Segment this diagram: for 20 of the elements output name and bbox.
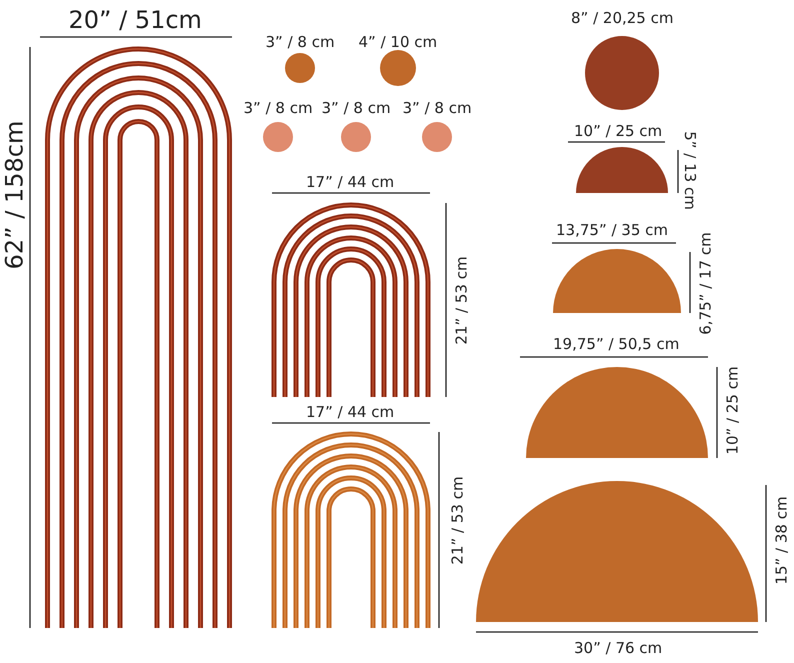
dimension-label: 6,75” / 17 cm — [698, 232, 714, 334]
dimension-label: 3” / 8 cm — [266, 34, 335, 50]
dimension-label: 13,75” / 35 cm — [556, 222, 668, 238]
dimension-label: 4” / 10 cm — [358, 34, 438, 50]
dimension-label: 10” / 25 cm — [726, 366, 741, 454]
dimension-label: 21” / 53 cm — [450, 476, 466, 564]
dimension-label: 3” / 8 cm — [402, 100, 472, 116]
dimension-label: 5” / 13 cm — [681, 130, 696, 210]
dimension-label: 10” / 25 cm — [574, 124, 662, 138]
dimension-label: 17” / 44 cm — [306, 404, 394, 420]
dimension-label: 15” / 38 cm — [774, 496, 790, 584]
dimension-label: 19,75” / 50,5 cm — [553, 336, 680, 352]
dimension-label: 3” / 8 cm — [322, 100, 391, 116]
dimension-label: 20” / 51cm — [68, 8, 202, 32]
dimension-label: 30” / 76 cm — [574, 640, 662, 656]
dimension-label: 62” / 158cm — [2, 120, 26, 270]
dimension-label: 3” / 8 cm — [244, 100, 313, 116]
dimension-label: 21” / 53 cm — [454, 256, 470, 344]
dimension-label: 17” / 44 cm — [306, 174, 394, 190]
dimension-label: 8” / 20,25 cm — [571, 10, 674, 26]
